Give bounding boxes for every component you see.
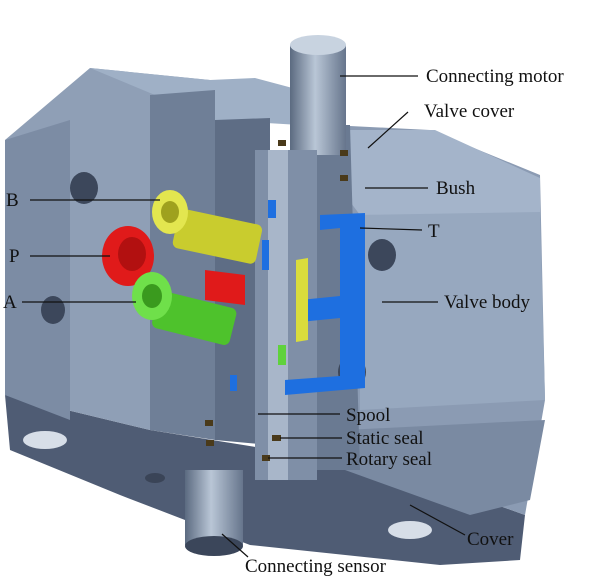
leader-connecting-sensor [221, 533, 249, 558]
label-p: P [9, 246, 20, 267]
housing-left-column [5, 120, 70, 420]
spool-slot-yellow [296, 258, 308, 342]
seals [205, 140, 348, 461]
mount-hole-1 [70, 172, 98, 204]
label-static-seal: Static seal [346, 428, 424, 449]
port-a-opening [142, 284, 162, 308]
spool-slot-green [278, 345, 286, 365]
seal-5 [206, 440, 214, 446]
shaft-bottom-cap [185, 536, 243, 556]
valve-cover-block [345, 130, 540, 215]
base-hole-3 [145, 473, 165, 483]
static-seal-mark [272, 435, 281, 441]
label-b: B [6, 190, 19, 211]
label-connecting-motor: Connecting motor [426, 66, 564, 87]
shaft-bottom [185, 470, 243, 545]
seal-3 [340, 175, 348, 181]
valve-body-block [360, 210, 545, 410]
port-p-inner [205, 270, 245, 305]
label-valve-body: Valve body [444, 292, 531, 313]
cover-block [345, 420, 545, 515]
label-a: A [3, 292, 17, 313]
spool-shaft [185, 35, 346, 556]
seal-4 [205, 420, 213, 426]
spool-slot-3 [230, 375, 237, 391]
port-b-opening [161, 201, 179, 223]
spool-slot-1 [268, 200, 276, 218]
leader-lines [22, 75, 466, 558]
labels: Connecting motor Valve cover Bush T Valv… [3, 66, 564, 577]
mount-hole-2 [41, 296, 65, 324]
base-hole-2 [388, 521, 432, 539]
port-a-tube [152, 291, 237, 345]
shaft-top-cap [290, 35, 346, 55]
spool-highlight [268, 150, 288, 480]
t-channel [230, 200, 365, 395]
label-t: T [428, 221, 440, 242]
port-a [132, 272, 237, 345]
label-rotary-seal: Rotary seal [346, 449, 432, 470]
t-channel-mid [300, 296, 340, 322]
t-channel-body [285, 213, 365, 395]
port-p [102, 226, 245, 305]
label-valve-cover: Valve cover [424, 101, 515, 122]
seal-1 [278, 140, 286, 146]
mount-hole-3 [368, 239, 396, 271]
label-cover: Cover [467, 529, 514, 550]
spool-slot-2 [262, 240, 269, 270]
port-b-tube [172, 209, 263, 264]
port-b [152, 190, 263, 264]
base-hole-1 [23, 431, 67, 449]
leader-t [359, 227, 423, 231]
port-p-opening [118, 237, 146, 271]
seal-2 [340, 150, 348, 156]
rotary-seal-mark [262, 455, 270, 461]
leader-cover [409, 504, 466, 536]
section-strip-left [150, 90, 215, 440]
label-bush: Bush [436, 178, 476, 199]
shaft-top [290, 45, 346, 155]
leader-valve-cover [367, 111, 409, 149]
label-connecting-sensor: Connecting sensor [245, 556, 387, 577]
label-spool: Spool [346, 405, 390, 426]
